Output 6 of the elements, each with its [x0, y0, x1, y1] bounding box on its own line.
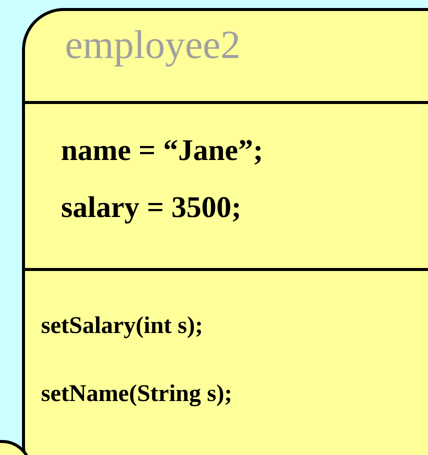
- method-text: setName(String s);: [41, 381, 232, 408]
- attribute-text: name = “Jane”;: [61, 134, 264, 168]
- class-name: employee2: [65, 21, 240, 68]
- method-text: setSalary(int s);: [41, 313, 203, 340]
- attribute-text: salary = 3500;: [61, 191, 242, 225]
- class-box: [22, 8, 428, 455]
